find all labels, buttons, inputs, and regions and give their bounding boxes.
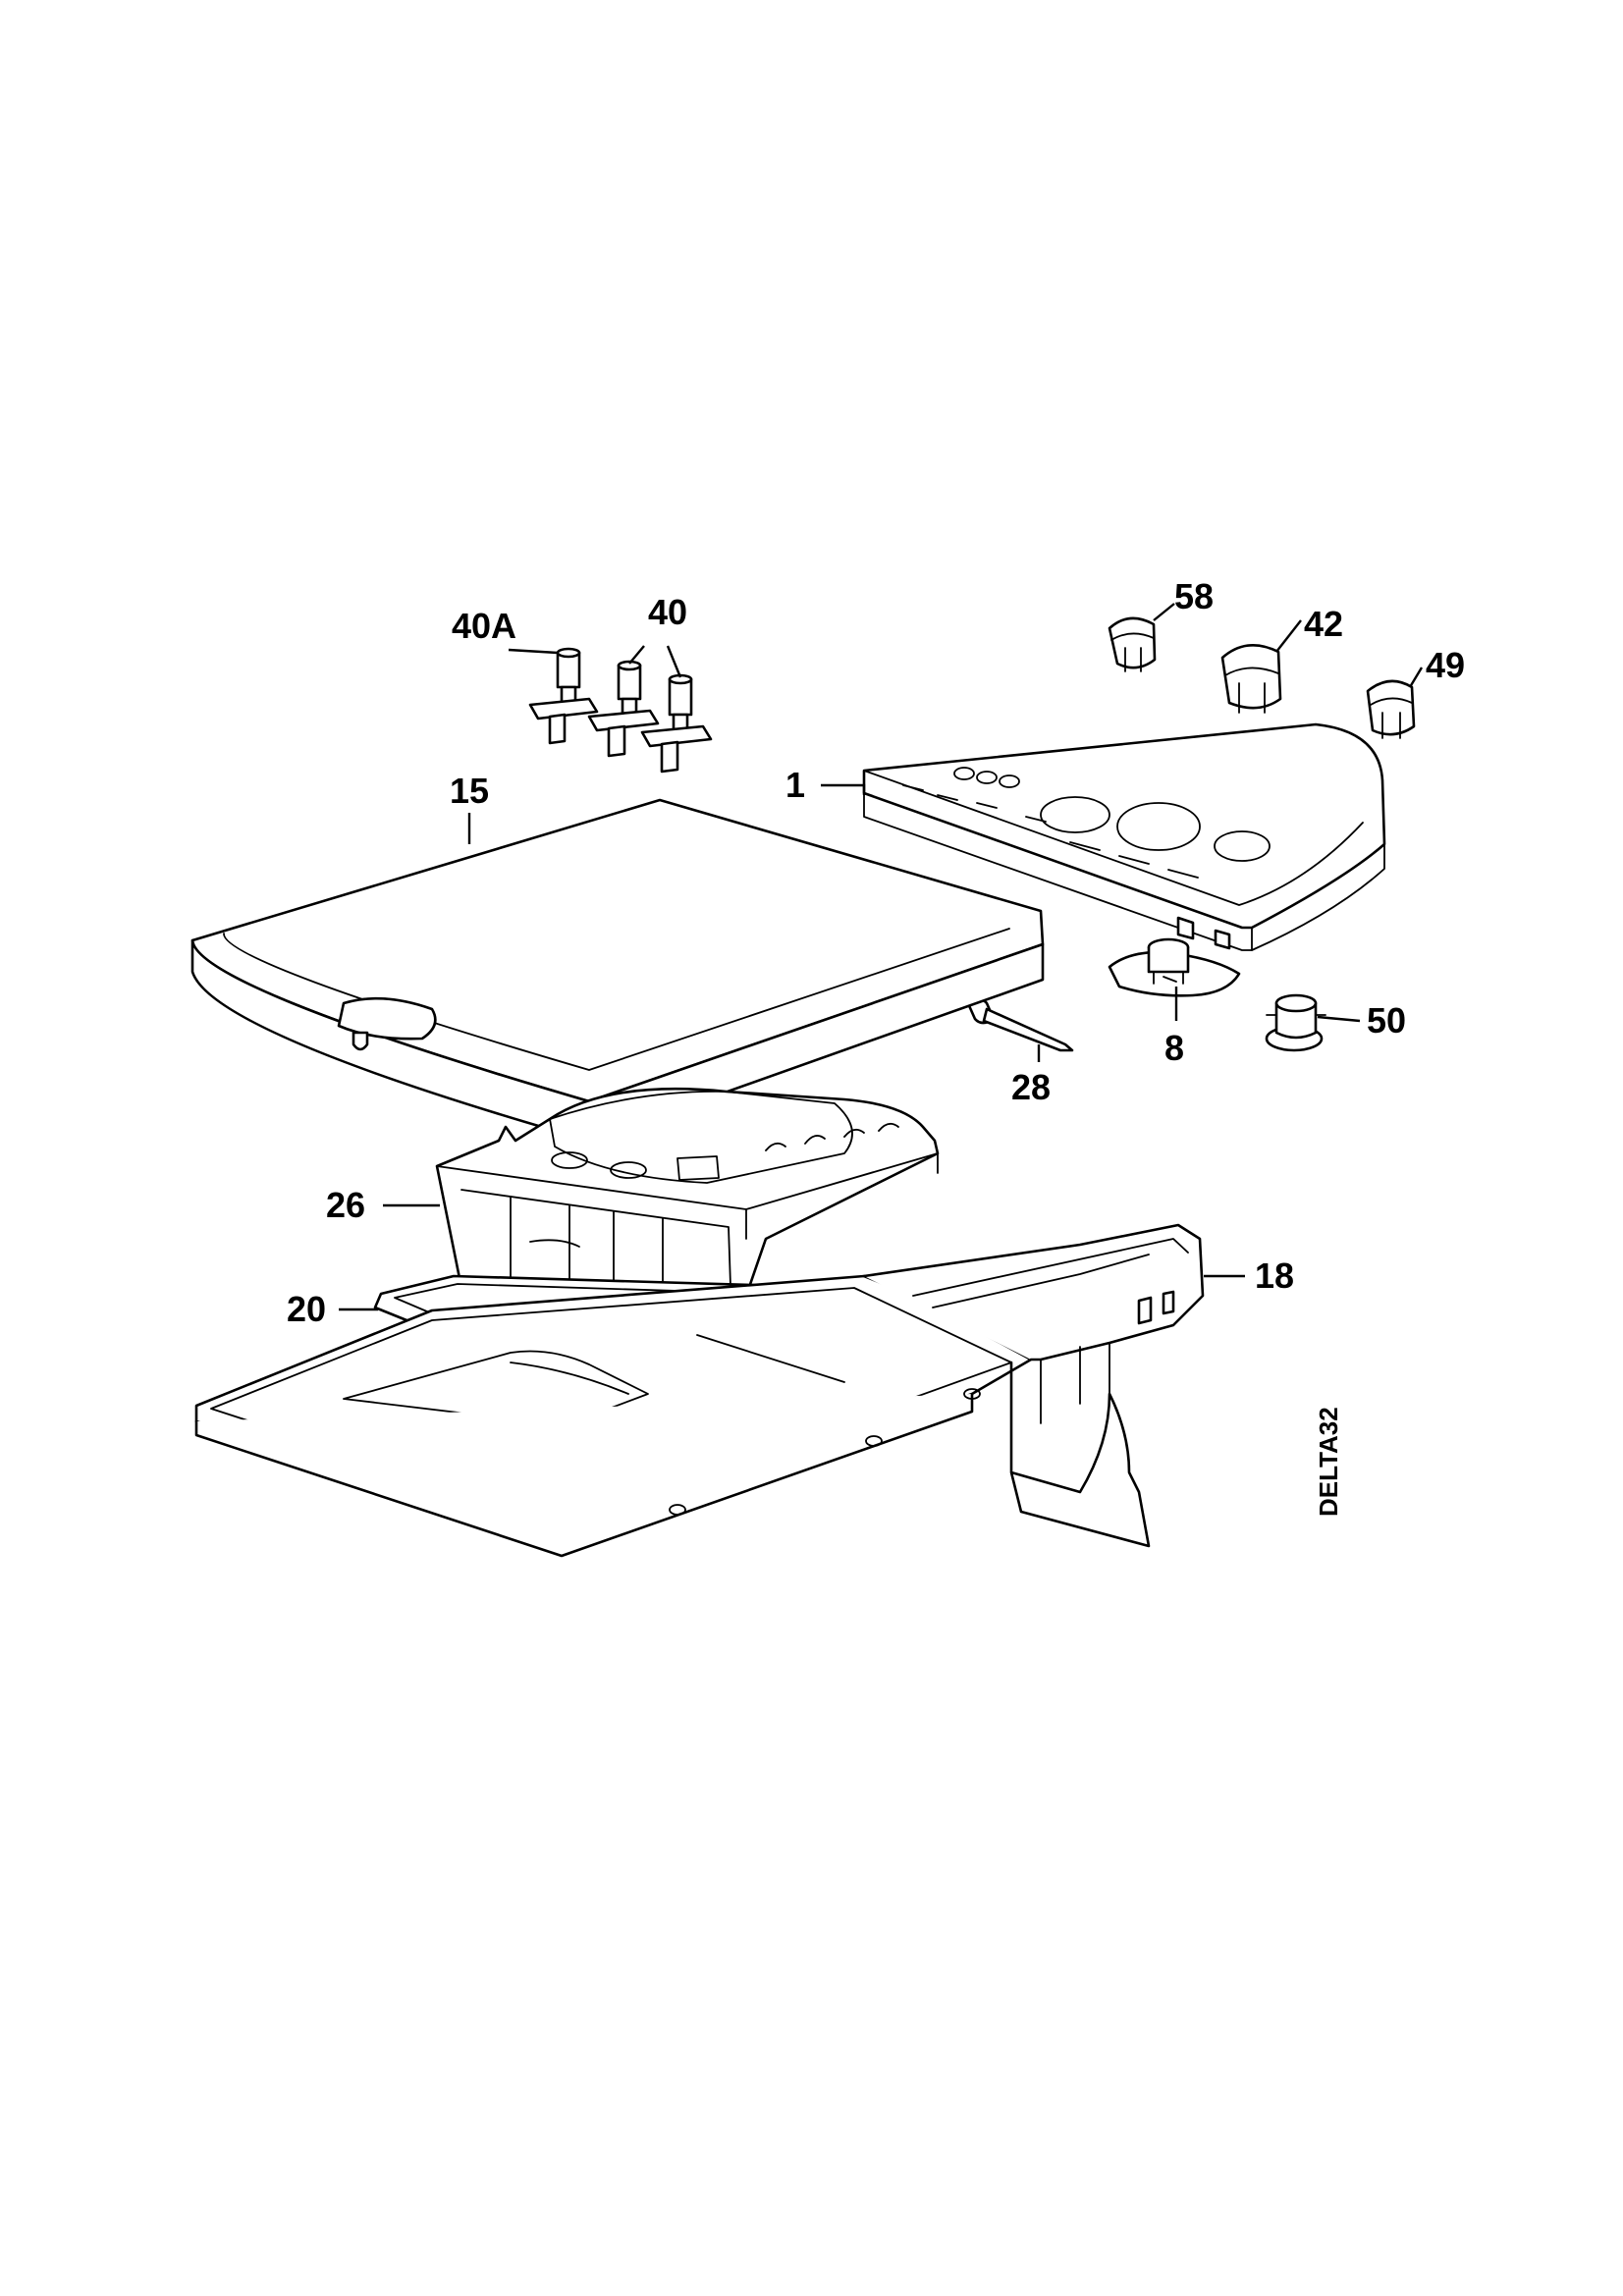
callout-28: 28 xyxy=(1011,1067,1051,1107)
callout-26: 26 xyxy=(326,1185,365,1225)
callout-40A: 40A xyxy=(452,606,516,646)
callout-1: 1 xyxy=(785,765,805,805)
part-40-plunger-b xyxy=(640,673,713,774)
callout-18: 18 xyxy=(1255,1255,1294,1296)
callout-42: 42 xyxy=(1304,604,1343,644)
callout-58: 58 xyxy=(1174,576,1214,616)
part-58-knob xyxy=(1108,616,1157,672)
callout-labels: 40A 40 58 42 49 15 1 8 50 28 26 18 20 DE… xyxy=(287,576,1465,1517)
callout-15: 15 xyxy=(450,771,489,811)
part-8-switch xyxy=(1108,937,1241,997)
part-40A-plunger xyxy=(528,647,599,745)
part-49-knob xyxy=(1366,679,1416,739)
part-50-selector xyxy=(1265,993,1326,1052)
callout-20: 20 xyxy=(287,1289,326,1329)
part-42-knob xyxy=(1220,643,1282,714)
callout-8: 8 xyxy=(1164,1028,1184,1068)
callout-40: 40 xyxy=(648,592,687,632)
leader-lines xyxy=(339,603,1424,1311)
callout-49: 49 xyxy=(1426,645,1465,685)
part-18-frame xyxy=(194,1223,1205,1558)
part-15-lid xyxy=(190,798,1045,1143)
part-1-control-panel xyxy=(862,722,1386,951)
part-40-plunger-a xyxy=(587,660,660,758)
part-26-dispenser xyxy=(435,1087,940,1317)
part-28-pin xyxy=(965,996,1074,1052)
drawing-reference: DELTA32 xyxy=(1314,1407,1343,1517)
callout-50: 50 xyxy=(1367,1000,1406,1041)
